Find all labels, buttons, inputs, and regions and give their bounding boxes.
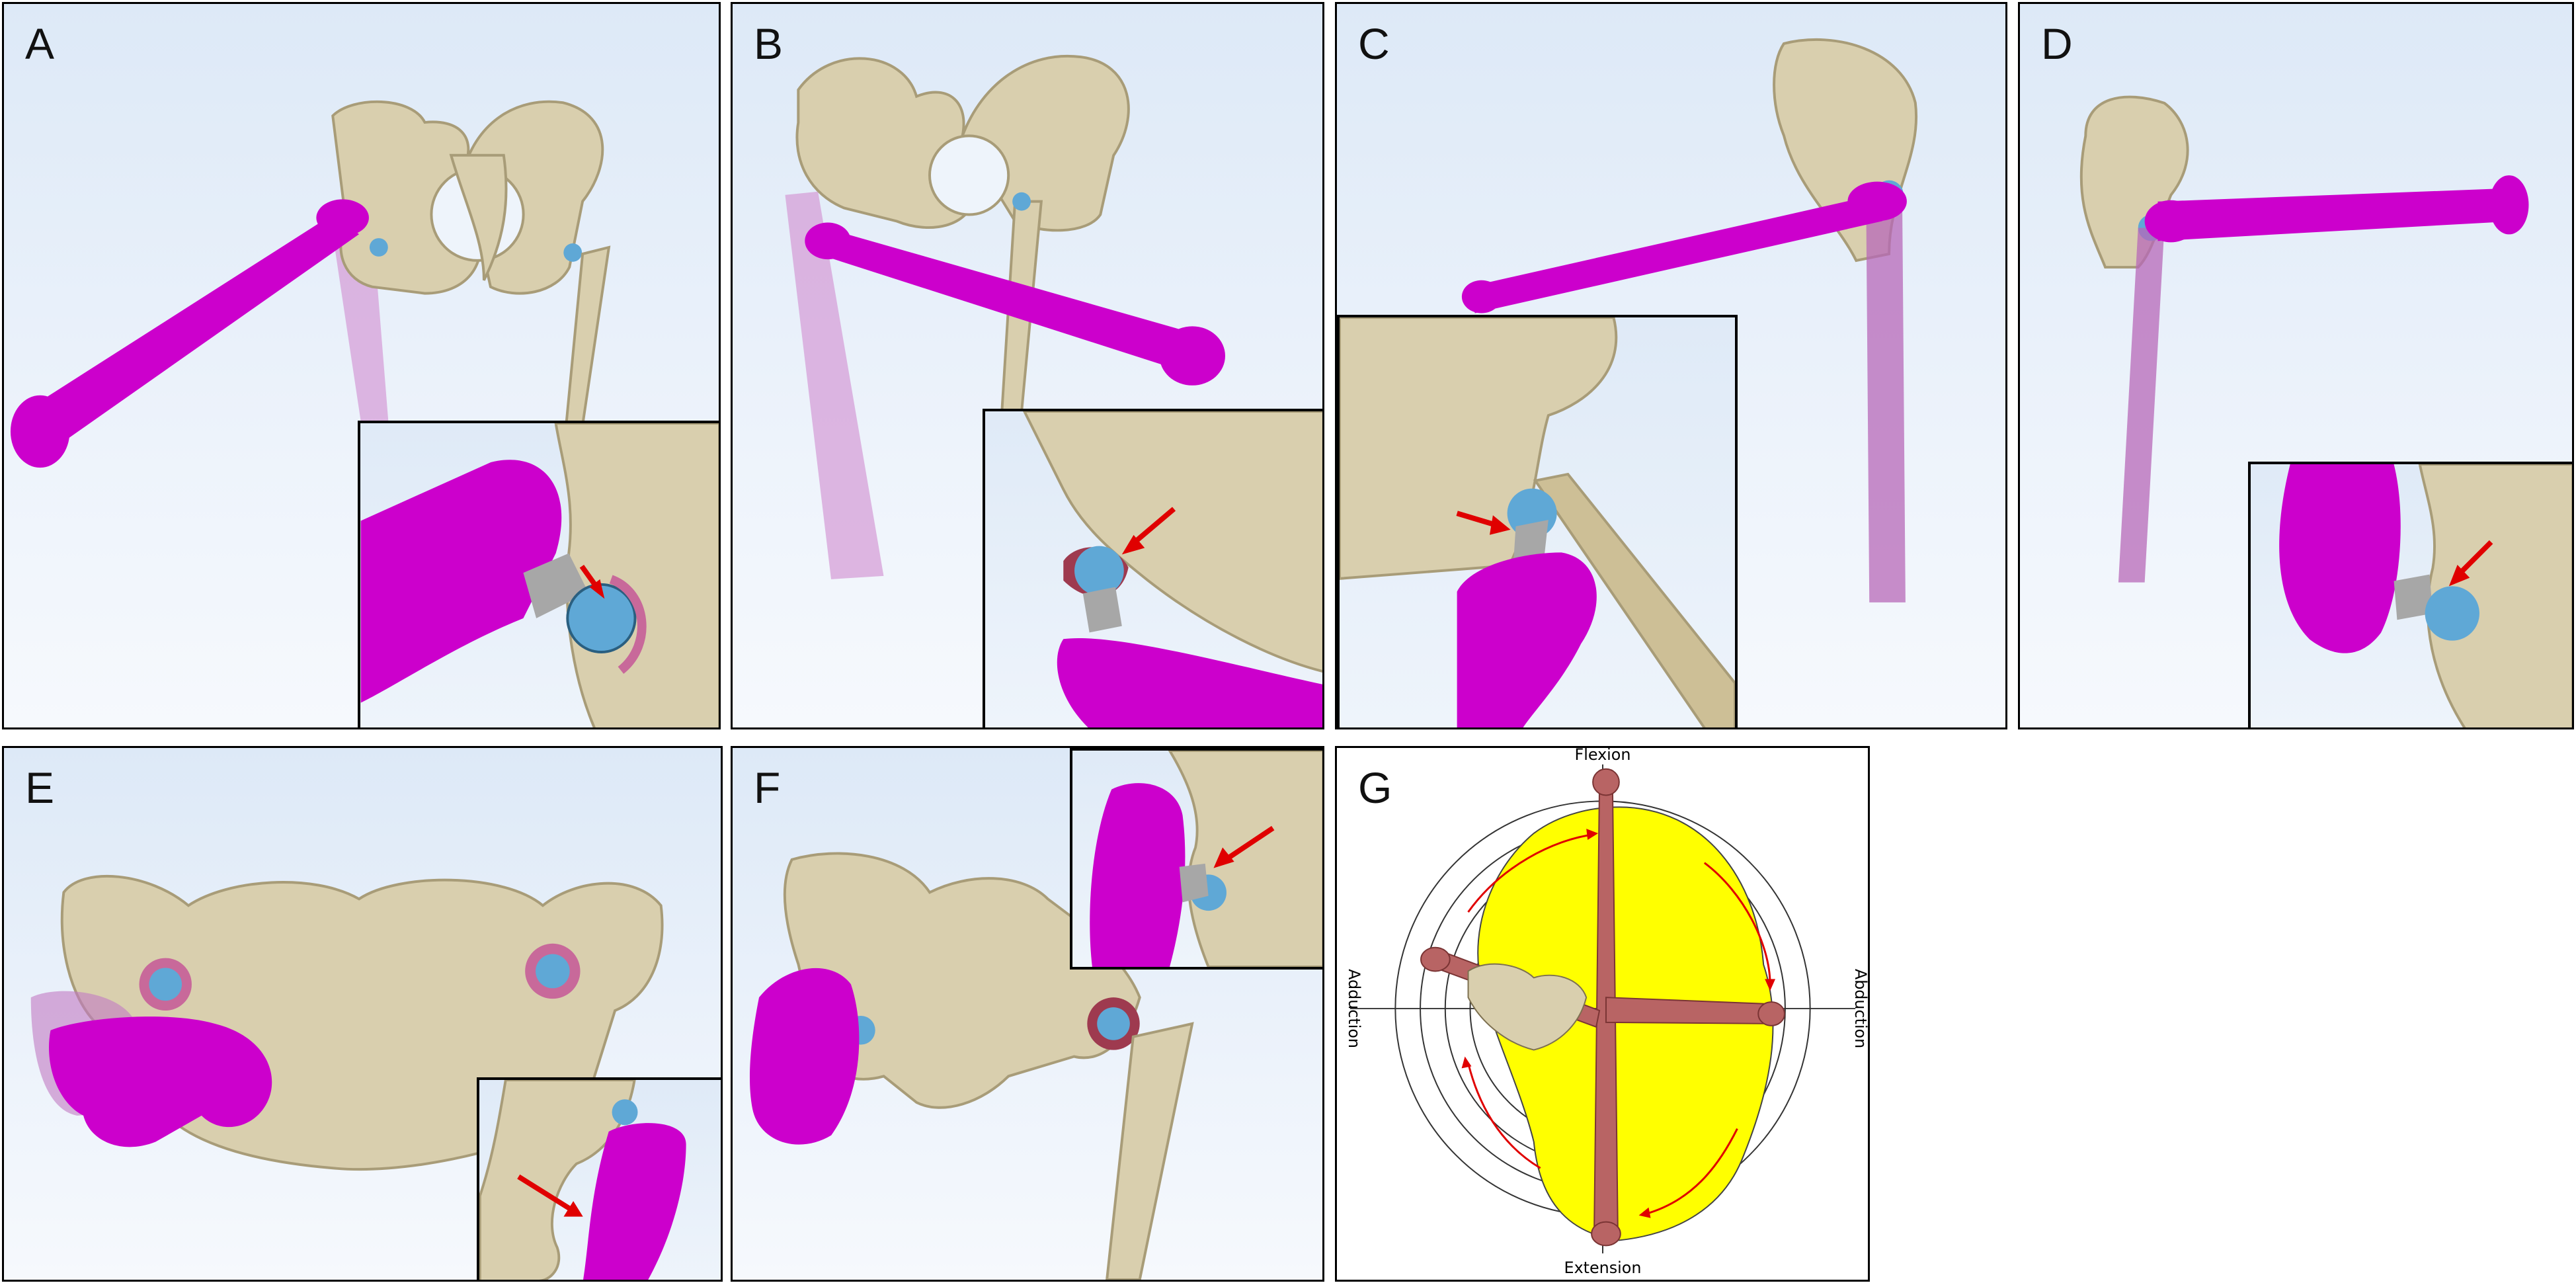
inset-liner — [609, 575, 647, 674]
ghost-femur — [1866, 194, 1906, 602]
inset-femur — [1457, 552, 1597, 727]
inset-femur — [1057, 638, 1322, 727]
pelvis — [795, 54, 1130, 232]
prosthesis-ball-left — [149, 968, 182, 1001]
panel-label-e: E — [25, 763, 55, 812]
inset-neck — [2394, 574, 2433, 620]
panel-c-scene — [1461, 38, 1917, 602]
inset-neck — [1082, 587, 1122, 633]
direction-arrows — [1467, 833, 1771, 1216]
panel-d-inset — [2248, 462, 2572, 727]
plot-pelvis — [1467, 963, 1588, 1051]
inset-neck — [523, 553, 588, 618]
panel-f-inset — [1070, 748, 1322, 970]
moving-femur — [805, 222, 1225, 386]
panel-g: G — [1335, 746, 1870, 1282]
panel-b-inset — [983, 409, 1322, 727]
moving-femur — [2144, 175, 2529, 243]
moving-femur — [749, 968, 860, 1145]
moving-femur — [1461, 181, 1907, 313]
inset-femur — [1090, 783, 1186, 967]
inset-pelvis — [1023, 411, 1322, 673]
static-femur — [565, 245, 611, 427]
label-abduction: Abduction — [1851, 969, 1868, 1048]
prosthesis-ball-right — [1097, 1007, 1130, 1040]
polar-plot: Flexion Extension Adduction Abduction — [1345, 748, 1868, 1277]
inset-pelvis — [554, 423, 719, 727]
inset-arrow — [1456, 511, 1497, 528]
inset-ball — [566, 583, 637, 653]
panel-label-c: C — [1358, 19, 1390, 68]
inset-arrow — [1130, 507, 1176, 547]
moving-femur — [10, 199, 369, 468]
label-extension: Extension — [1564, 1259, 1642, 1277]
pelvis — [331, 100, 604, 295]
inset-ball — [2425, 586, 2479, 641]
label-adduction: Adduction — [1345, 969, 1363, 1048]
prosthesis-ball-right — [536, 954, 570, 989]
ghost-femur — [2118, 228, 2165, 583]
prosthesis-ball-right — [563, 243, 583, 262]
inset-arrow — [517, 1174, 572, 1212]
inset-pelvis — [1168, 751, 1322, 967]
panel-e: E — [2, 746, 723, 1282]
panel-e-inset — [477, 1077, 721, 1280]
arrow-heads — [1461, 829, 1776, 1218]
panel-d: D — [2018, 2, 2574, 729]
label-flexion: Flexion — [1575, 748, 1631, 764]
inset-arrow — [1223, 825, 1275, 863]
panel-a-inset — [358, 421, 719, 727]
panel-b-scene — [785, 54, 1225, 579]
inset-femur-shaft — [1533, 472, 1735, 727]
prosthesis-ball-left — [369, 238, 388, 257]
inset-femur — [583, 1123, 686, 1280]
panel-a: A — [2, 2, 721, 729]
panel-label-g: G — [1358, 763, 1392, 812]
panel-c-inset — [1337, 315, 1738, 727]
panel-label-a: A — [25, 19, 55, 68]
panel-label-b: B — [754, 19, 784, 68]
pelvis — [2079, 95, 2189, 269]
inset-arrow — [2456, 540, 2493, 577]
panel-b: B — [731, 2, 1324, 729]
static-femur — [1106, 1022, 1194, 1280]
inset-neck — [1179, 863, 1209, 903]
inset-ball — [612, 1099, 638, 1126]
inset-ball — [1074, 546, 1124, 596]
ghost-femur — [785, 191, 884, 579]
panel-f-scene — [749, 852, 1194, 1280]
moving-femur — [48, 1016, 272, 1147]
prosthesis-ball — [1012, 192, 1031, 211]
inset-femur — [2279, 464, 2401, 653]
panel-a-scene — [10, 100, 611, 468]
panel-c: C — [1335, 2, 2007, 729]
panel-f: F — [731, 746, 1324, 1282]
panel-label-d: D — [2041, 19, 2073, 68]
panel-label-f: F — [754, 763, 781, 812]
inset-femur — [360, 460, 562, 703]
panel-d-scene — [2079, 95, 2529, 583]
